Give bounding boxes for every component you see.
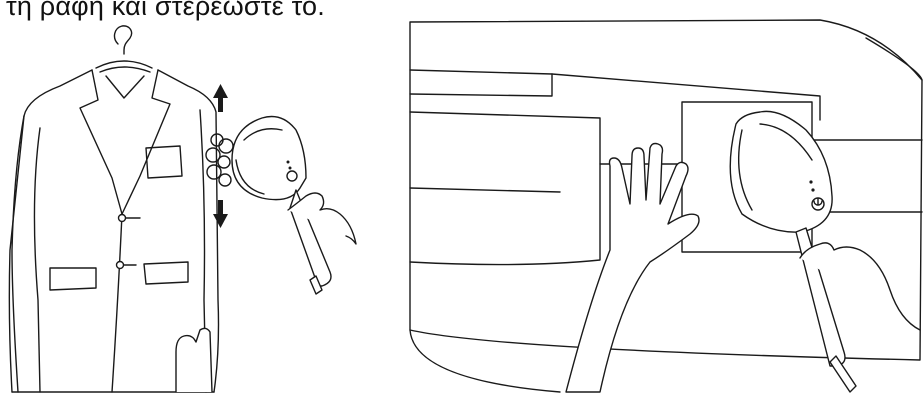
button-lower <box>117 262 124 269</box>
steam-cloud-icon <box>206 134 233 186</box>
hand-icon <box>566 144 699 393</box>
button-upper <box>119 215 126 222</box>
chest-pocket <box>146 146 182 178</box>
jacket-lapel-left <box>80 70 122 214</box>
jacket-body <box>9 70 92 392</box>
hip-pocket-right <box>144 262 188 284</box>
jacket-sleeve-left <box>12 116 24 392</box>
garment-layer-top <box>410 70 552 96</box>
power-button-icon <box>812 198 824 210</box>
hip-pocket-left <box>50 268 96 290</box>
arrow-down-icon <box>213 200 228 228</box>
hanger-icon <box>115 26 132 54</box>
hand-holding-hem <box>176 328 212 392</box>
